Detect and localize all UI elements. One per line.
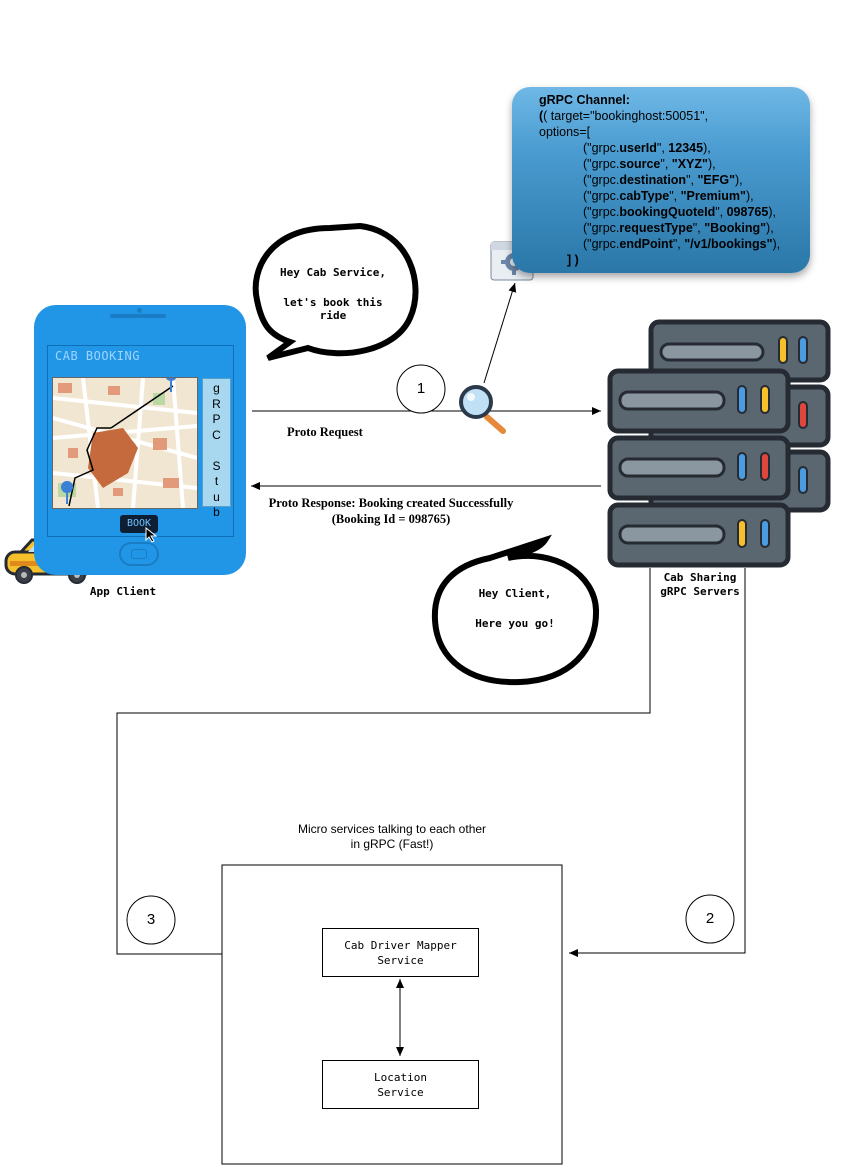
channel-target: ( target="bookinghost:50051", — [543, 109, 709, 123]
step-2-label: 2 — [705, 910, 715, 927]
step-1-label: 1 — [416, 380, 426, 397]
location-service: Location Service — [322, 1060, 479, 1109]
stub-letter — [203, 443, 230, 459]
option-value: "EFG" — [697, 173, 736, 187]
mapper-line2: Service — [377, 953, 424, 967]
option-key: endPoint — [619, 237, 673, 251]
server-stack-icon — [607, 319, 831, 568]
option-value: 098765 — [726, 205, 769, 219]
option-value: "Premium" — [680, 189, 746, 203]
stub-letter: P — [212, 412, 221, 426]
stub-letter: R — [212, 396, 221, 411]
option-key: cabType — [619, 189, 670, 203]
stub-letter: b — [213, 505, 220, 519]
magnifier-icon — [459, 385, 506, 434]
client-bubble-line2: let's book this ride — [283, 296, 383, 322]
channel-close: ] ) — [567, 253, 579, 267]
client-speech-bubble — [252, 222, 419, 361]
cab-driver-mapper-service: Cab Driver Mapper Service — [322, 928, 479, 977]
stub-letter: u — [213, 489, 220, 504]
proto-response-line1: Proto Response: Booking created Successf… — [268, 496, 514, 510]
step-3-label: 3 — [146, 911, 156, 928]
map-view[interactable] — [52, 377, 198, 509]
option-key: bookingQuoteId — [619, 205, 716, 219]
option-value: "/v1/bookings" — [684, 237, 773, 251]
stub-letter: S — [212, 458, 221, 473]
option-key: destination — [619, 173, 687, 187]
server-speech-bubble — [431, 534, 600, 686]
proto-response-line2: (Booking Id = 098765) — [331, 512, 451, 526]
micro-caption-line1: Micro services talking to each other — [297, 822, 487, 836]
servers-label-line1: Cab Sharing — [663, 571, 737, 584]
map-drawing — [53, 378, 197, 508]
stub-letter: t — [214, 474, 219, 488]
option-value: "Booking" — [704, 221, 767, 235]
cursor-icon — [145, 527, 158, 543]
mapper-line1: Cab Driver Mapper — [344, 938, 457, 952]
server-bubble-line2: Here you go! — [475, 617, 555, 630]
grpc-stub-panel: g R P C S t u b — [202, 378, 231, 519]
step-3-circle — [126, 895, 176, 945]
location-line2: Service — [377, 1085, 424, 1099]
grpc-channel-card — [512, 87, 810, 273]
step-2-circle — [685, 894, 735, 944]
microservices-container — [221, 864, 563, 1165]
app-client-label: App Client — [89, 585, 157, 598]
option-key: userId — [619, 141, 657, 155]
server-bubble-line1: Hey Client, — [478, 587, 552, 600]
step-1-circle — [396, 364, 446, 414]
option-value: "XYZ" — [671, 157, 708, 171]
option-value: 12345 — [668, 141, 704, 155]
servers-to-mapper-flow — [116, 568, 651, 955]
stub-letter: g — [213, 381, 220, 395]
micro-caption-line2: in gRPC (Fast!) — [350, 837, 434, 851]
stub-letter: C — [212, 427, 221, 442]
app-title: CAB BOOKING — [55, 349, 140, 363]
channel-title: gRPC Channel: — [539, 93, 630, 107]
option-key: source — [619, 157, 661, 171]
inspect-channel-arrow — [483, 282, 517, 384]
proto-request-label: Proto Request — [287, 425, 363, 439]
client-bubble-line1: Hey Cab Service, — [280, 266, 386, 279]
book-button[interactable]: BOOK — [120, 515, 158, 533]
servers-to-microservices-flow — [569, 568, 746, 957]
location-line1: Location — [374, 1070, 427, 1084]
grpc-channel-config: gRPC Channel: (( target="bookinghost:500… — [539, 93, 781, 267]
option-key: requestType — [619, 221, 693, 235]
servers-label-line2: gRPC Servers — [660, 585, 740, 598]
channel-options-open: options=[ — [539, 125, 591, 139]
